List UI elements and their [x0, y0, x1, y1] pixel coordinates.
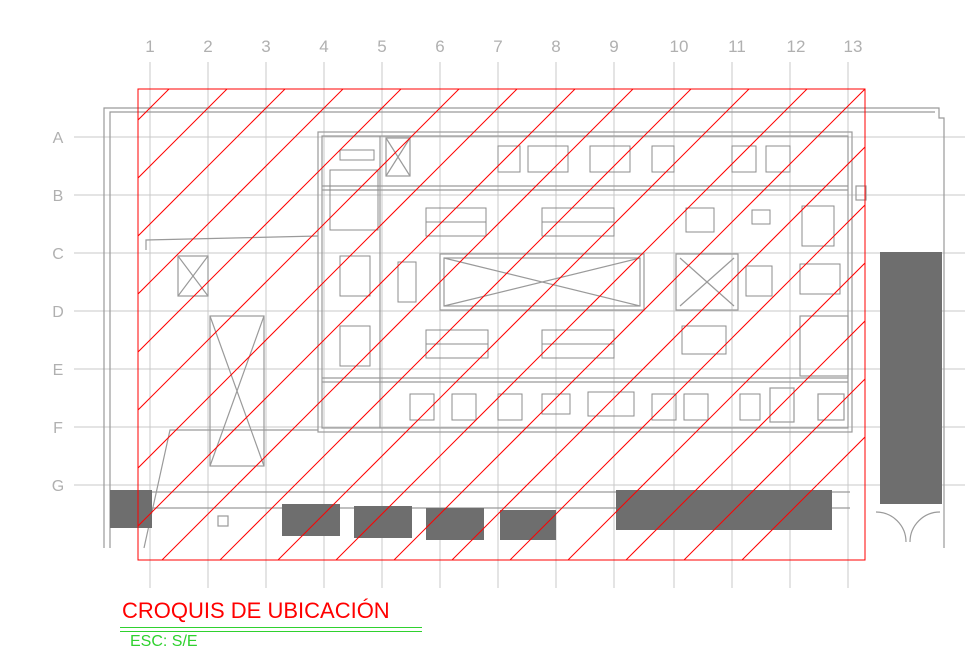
- hatch-line: [138, 89, 402, 353]
- hatch-line: [138, 89, 460, 411]
- row-labels: A B C D E F G: [52, 130, 64, 495]
- column-labels: 1 2 3 4 5 6 7 8 9 10 11 12 13: [145, 37, 862, 56]
- hatch-line: [161, 89, 634, 560]
- hatch-line: [219, 89, 692, 560]
- furniture: [329, 145, 841, 421]
- hatch-line: [335, 89, 808, 560]
- site-boundary: [137, 88, 866, 561]
- hatch-line: [741, 436, 865, 560]
- title-underline: [120, 627, 422, 628]
- hatch-line: [451, 146, 865, 560]
- hatch-line: [138, 89, 228, 179]
- hatch-line: [138, 89, 286, 237]
- hatch-line: [277, 89, 750, 560]
- row-label: F: [53, 420, 63, 437]
- hatch-line: [138, 89, 576, 527]
- column-label: 11: [728, 37, 746, 56]
- title-underline: [120, 631, 422, 632]
- hatch-line: [393, 89, 865, 560]
- hatch-line: [138, 89, 170, 121]
- hatch-line: [138, 89, 518, 469]
- column-label: 13: [844, 37, 863, 56]
- row-label: C: [52, 246, 64, 263]
- column-label: 3: [261, 37, 270, 56]
- row-label: A: [53, 130, 64, 147]
- stair-blocks: [110, 252, 942, 540]
- site-hatch: [138, 89, 865, 560]
- row-label: E: [53, 362, 64, 379]
- hatch-line: [567, 262, 865, 560]
- column-label: 10: [670, 37, 689, 56]
- column-label: 9: [609, 37, 618, 56]
- building-walls: [103, 107, 945, 549]
- column-label: 6: [435, 37, 444, 56]
- column-label: 7: [493, 37, 502, 56]
- row-label: B: [53, 188, 64, 205]
- hatch-line: [683, 378, 865, 560]
- column-label: 8: [551, 37, 560, 56]
- location-sketch-title: CROQUIS DE UBICACIÓN: [122, 598, 390, 623]
- scale-label: ESC: S/E: [130, 633, 198, 650]
- column-label: 4: [319, 37, 328, 56]
- row-label: G: [52, 478, 64, 495]
- row-label: D: [52, 304, 64, 321]
- floor-plan: 1 2 3 4 5 6 7 8 9 10 11 12 13 A B C D E …: [52, 37, 965, 588]
- hatch-line: [625, 320, 865, 560]
- column-label: 1: [145, 37, 154, 56]
- column-label: 2: [203, 37, 212, 56]
- column-label: 5: [377, 37, 386, 56]
- hatch-line: [509, 204, 865, 560]
- column-label: 12: [787, 37, 806, 56]
- hatch-line: [138, 89, 344, 295]
